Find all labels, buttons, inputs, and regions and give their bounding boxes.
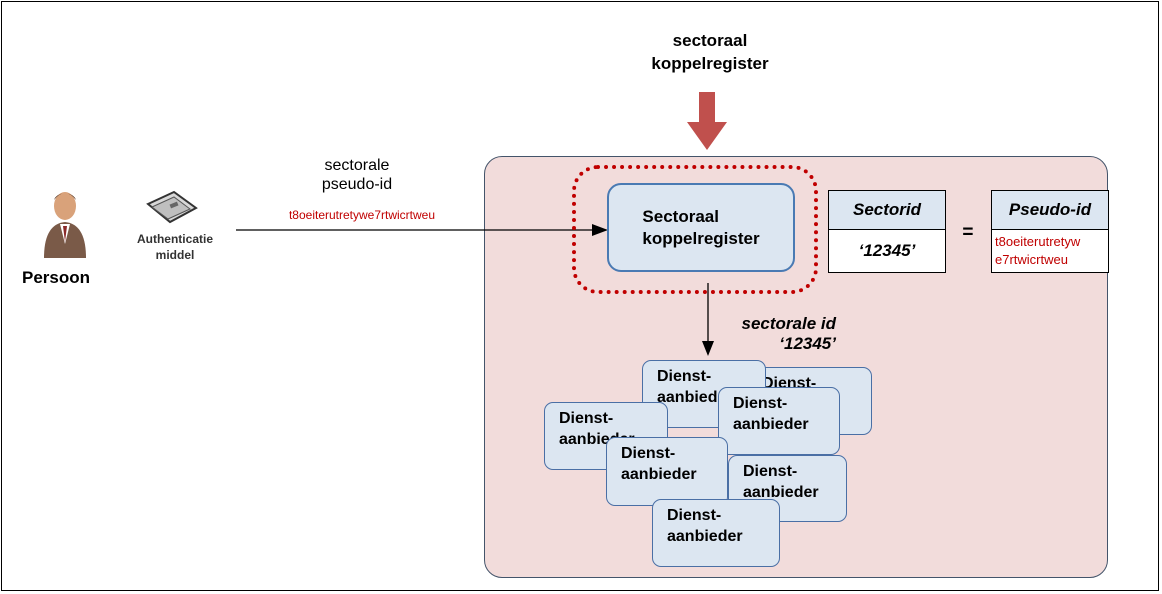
down-arrow xyxy=(702,283,714,356)
auth-label-line2: middel xyxy=(155,247,195,262)
top-title-line2: koppelregister xyxy=(651,53,769,73)
service-provider-line2: aanbieder xyxy=(621,465,697,483)
credit-card-icon xyxy=(146,190,198,224)
register-line1: Sectoraal xyxy=(642,207,719,227)
service-provider-box: Dienst- aanbieder xyxy=(652,499,780,567)
service-provider-box: Dienst- aanbieder xyxy=(606,437,728,506)
service-provider-line2: aanbieder xyxy=(667,527,743,545)
koppelregister-box: Sectoraal koppelregister xyxy=(607,183,795,272)
auth-label-line1: Authenticatie xyxy=(136,232,213,246)
sectorale-id-label: sectorale id ‘12345’ xyxy=(718,314,837,353)
sectorale-id-line1: sectorale id xyxy=(741,314,837,333)
sectorale-id-line2: ‘12345’ xyxy=(779,333,836,353)
person-icon xyxy=(44,192,86,258)
auth-label: Authenticatie middel xyxy=(118,232,232,263)
service-provider-line1: Dienst- xyxy=(733,395,788,412)
red-down-arrow xyxy=(687,92,727,150)
sectorid-value: ‘12345’ xyxy=(828,229,946,273)
top-title: sectoraal koppelregister xyxy=(620,30,800,76)
service-provider-line1: Dienst- xyxy=(559,410,614,427)
flow-label: sectorale pseudo-id xyxy=(292,156,422,194)
service-provider-line1: Dienst- xyxy=(667,507,722,524)
equals-sign: = xyxy=(962,222,974,243)
sectorid-header: Sectorid xyxy=(828,190,946,230)
person-label: Persoon xyxy=(22,268,91,287)
flow-label-line2: pseudo-id xyxy=(321,176,393,194)
service-provider-box: Dienst- aanbieder xyxy=(718,387,840,455)
register-highlight xyxy=(572,165,818,294)
pseudo-id-value-line1: t8oeiterutretyw xyxy=(995,234,1081,250)
service-provider-line1: Dienst- xyxy=(621,445,676,462)
flow-pseudo-value: t8oeiterutretywe7rtwicrtweu xyxy=(288,208,436,222)
pseudo-id-value-line2: e7rtwicrtweu xyxy=(995,252,1068,267)
service-provider-line2: aanbieder xyxy=(743,483,819,501)
service-provider-line2: aanbieder xyxy=(657,388,733,406)
top-title-line1: sectoraal xyxy=(672,31,748,50)
pseudo-id-value: t8oeiterutretyw e7rtwicrtweu xyxy=(991,229,1109,273)
pseudo-id-header: Pseudo-id xyxy=(991,190,1109,230)
register-line2: koppelregister xyxy=(642,228,760,248)
flow-arrow xyxy=(236,224,608,236)
service-provider-line2: aanbieder xyxy=(733,415,809,433)
service-provider-line1: Dienst- xyxy=(657,368,712,385)
service-provider-line1: Dienst- xyxy=(743,463,798,480)
flow-label-line1: sectorale xyxy=(324,157,390,174)
